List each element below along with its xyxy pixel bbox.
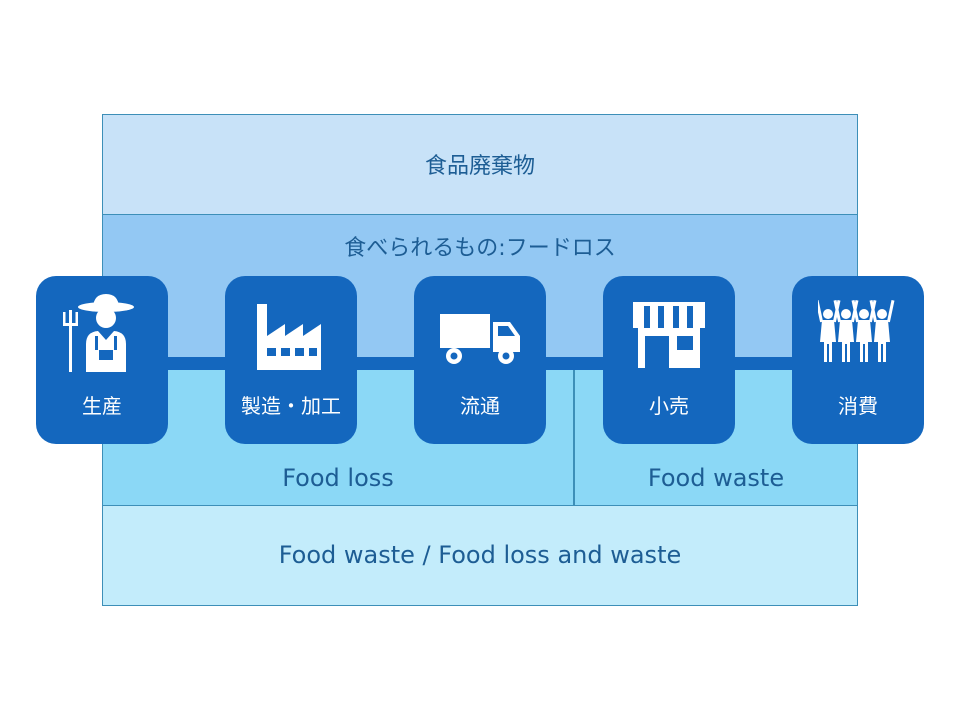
food-loss-label: Food loss [282,464,394,492]
stage-retail: 小売 [603,276,735,444]
stage-label: 流通 [460,394,500,418]
stage-manufacturing: 製造・加工 [225,276,357,444]
edible-food-loss-label: 食べられるもの:フードロス [344,236,616,261]
stage-production: 生産 [36,276,168,444]
stage-distribution: 流通 [414,276,546,444]
food-waste-ja-band [102,114,858,214]
stage-label: 製造・加工 [241,394,341,418]
stage-label: 小売 [649,394,689,418]
factory-icon [257,304,321,370]
stage-consumption: 消費 [792,276,924,444]
combined-band [102,506,858,606]
stage-label: 生産 [82,394,122,418]
food-waste-ja-label: 食品廃棄物 [424,154,535,179]
consumers-icon [818,300,895,362]
combined-label: Food waste / Food loss and waste [278,541,682,569]
food-waste-label: Food waste [647,464,785,492]
storefront-icon [633,302,705,368]
loss-waste-divider [573,366,575,506]
stage-label: 消費 [838,394,878,418]
farmer-icon [63,294,134,372]
delivery-truck-icon [440,314,520,364]
